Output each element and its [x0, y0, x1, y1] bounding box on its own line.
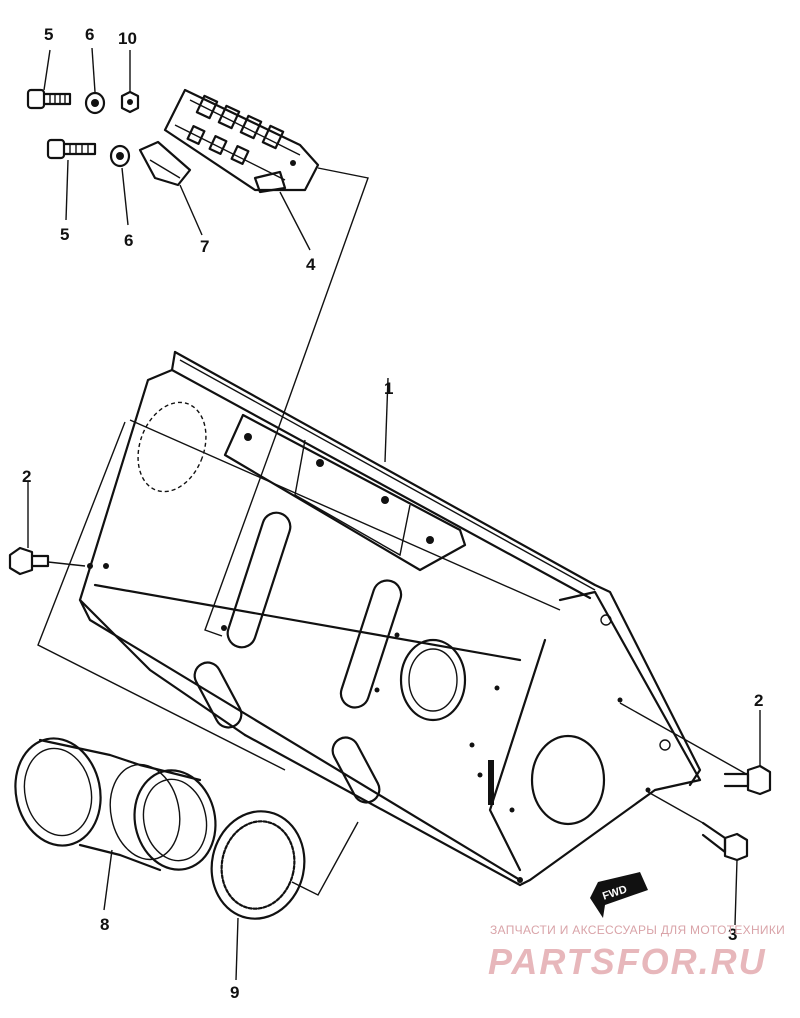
part-8-rubber-boot	[14, 737, 217, 872]
part-5-bolt-lower	[46, 138, 97, 160]
callout-9: 9	[230, 983, 239, 1002]
part-5-bolt-upper	[26, 88, 72, 110]
callout-4: 4	[306, 255, 316, 274]
part-2-bolt-right	[723, 764, 772, 796]
part-2-bolt-left	[8, 546, 50, 576]
callout-5-lower: 5	[60, 225, 69, 244]
fwd-arrow-icon: FWD	[590, 872, 648, 918]
watermark-brand: PARTSFOR.RU	[488, 941, 767, 982]
part-7-clip	[138, 140, 192, 187]
part-1-bracket-plate	[78, 350, 702, 887]
callout-10: 10	[118, 29, 137, 48]
callout-5-upper: 5	[44, 25, 53, 44]
callout-2-right: 2	[754, 691, 763, 710]
part-4-connector-block	[163, 88, 320, 194]
part-6-washer-lower	[109, 144, 131, 168]
part-10-nut	[120, 90, 140, 114]
hole-markers-left	[87, 563, 109, 569]
callout-8: 8	[100, 915, 109, 934]
watermark-tagline: ЗАПЧАСТИ И АКСЕССУАРЫ ДЛЯ МОТОТЕХНИКИ	[490, 923, 785, 937]
callout-6-lower: 6	[124, 231, 133, 250]
part-6-washer-upper	[84, 91, 106, 115]
callout-7: 7	[200, 237, 209, 256]
watermark: ЗАПЧАСТИ И АКСЕССУАРЫ ДЛЯ МОТОТЕХНИКИ PA…	[488, 923, 785, 982]
callout-6-upper: 6	[85, 25, 94, 44]
part-3-bolt	[701, 821, 749, 862]
callout-numbers: 5 6 10 5 6 7 4 1 2 2 3 8 9	[22, 25, 763, 1002]
callout-1: 1	[384, 379, 393, 398]
callout-2-left: 2	[22, 467, 31, 486]
leader-lines	[27, 47, 761, 981]
part-9-clamp-ring	[210, 810, 306, 920]
callout-3: 3	[728, 925, 737, 944]
